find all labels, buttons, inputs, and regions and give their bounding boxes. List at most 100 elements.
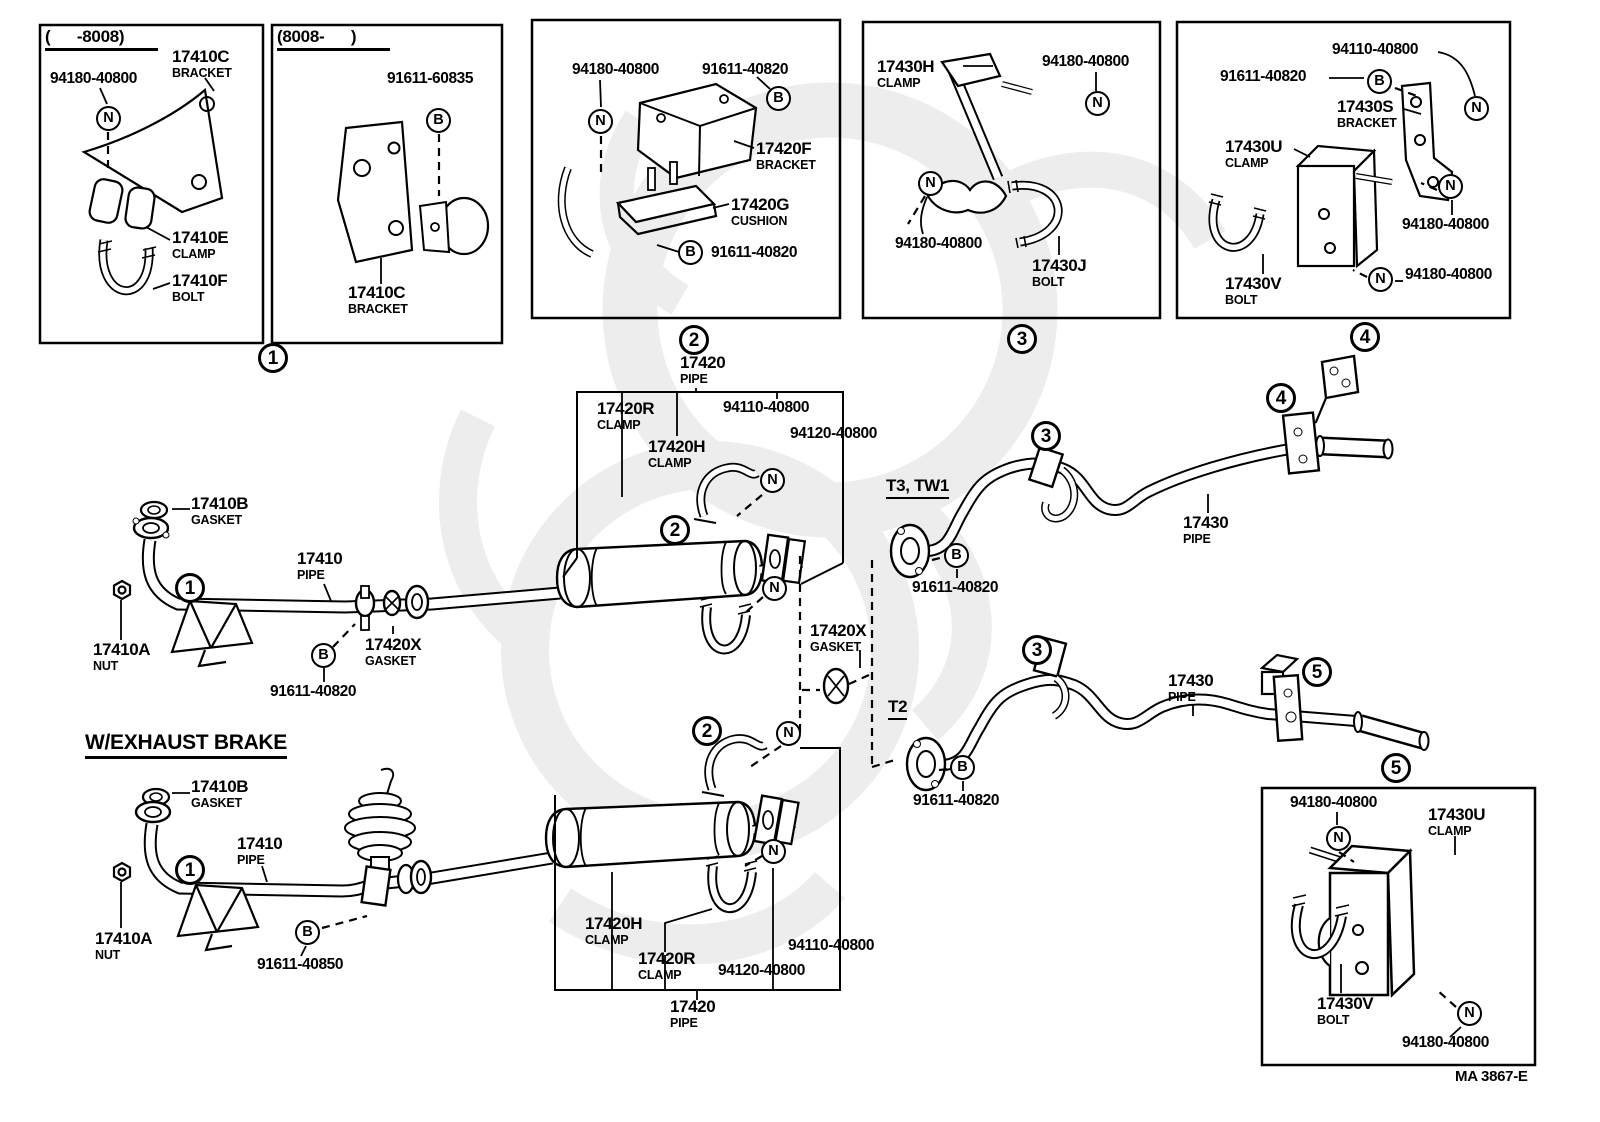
pipe-hanger-bracket <box>170 599 254 668</box>
variant-label-t3-tw1: T3, TW1 <box>886 477 949 499</box>
ref-number-badge-2: 2 <box>660 515 690 545</box>
bolt-marker-icon: B <box>678 240 703 265</box>
part-code: 17430V <box>1317 994 1374 1013</box>
part-code: 17430H <box>877 57 935 76</box>
part-name: PIPE <box>1168 690 1196 704</box>
part-name: BOLT <box>1225 293 1258 307</box>
part-callout-17410-pipe: 17410 PIPE <box>297 549 343 582</box>
part-callout-17420x-center: 17420X GASKET <box>810 621 867 654</box>
nut-marker-icon: N <box>1438 174 1463 199</box>
part-number: 94180-40800 <box>1042 53 1129 70</box>
part-name: BOLT <box>1317 1013 1350 1027</box>
inset-frames <box>38 18 1537 1067</box>
bolt-marker-icon: B <box>426 108 451 133</box>
t2-flange <box>905 736 947 792</box>
nut-marker-icon: N <box>1368 267 1393 292</box>
part-callout-17410b: 17410B GASKET <box>191 777 249 810</box>
part-name: PIPE <box>670 1016 698 1030</box>
part-callout-17430s: 17430S BRACKET <box>1337 98 1397 130</box>
ref-number-badge-2: 2 <box>692 716 722 746</box>
part-callout-17410e: 17410E CLAMP <box>172 228 229 261</box>
inset2-number-badge: 2 <box>679 325 709 355</box>
brake-pipe-hanger <box>176 883 260 952</box>
bolt-marker-icon: B <box>944 543 969 568</box>
bolt-marker-icon: B <box>950 755 975 780</box>
brake-center-muffler <box>544 800 757 869</box>
part-code: 17410A <box>93 640 151 659</box>
part-name: CLAMP <box>585 933 629 947</box>
part-number: 94110-40800 <box>1332 41 1419 58</box>
front-flange-and-gasket <box>132 500 170 540</box>
inset1-left-header: ( -8008) <box>45 28 158 51</box>
part-callout-17420h: 17420H CLAMP <box>585 915 643 947</box>
front-pipe-17410 <box>141 538 561 614</box>
part-name: BOLT <box>172 290 205 304</box>
part-name: NUT <box>95 948 121 962</box>
part-code: 17420X <box>365 635 422 654</box>
part-number: 94120-40800 <box>718 962 805 979</box>
brake-valve-clamp-flange <box>360 859 433 907</box>
inset4-ubolt <box>1208 193 1267 252</box>
part-name: GASKET <box>365 654 416 668</box>
part-code: 17420G <box>731 195 790 214</box>
part-code: 17430U <box>1428 805 1486 824</box>
bolt-marker-icon: B <box>295 920 320 945</box>
part-code: 17410 <box>297 549 343 568</box>
bolt-marker-icon: B <box>766 86 791 111</box>
part-code: 17410F <box>172 271 228 290</box>
part-number: 94180-40800 <box>1402 216 1489 233</box>
inset1-number-badge: 1 <box>258 343 288 373</box>
part-name: CLAMP <box>877 76 921 90</box>
part-number: 91611-40820 <box>1220 68 1307 85</box>
part-name: GASKET <box>191 513 242 527</box>
part-number: 91611-40820 <box>270 683 357 700</box>
part-code: 17420 <box>670 997 716 1016</box>
inset5-ubolt <box>1290 894 1350 959</box>
brake-clamp-17420h-part <box>701 734 768 797</box>
gasket-17420x-center <box>822 667 850 705</box>
part-name: PIPE <box>297 568 325 582</box>
bolt-marker-icon: B <box>311 643 336 668</box>
dashed-leader-lines <box>106 86 1457 1008</box>
part-code: 17420H <box>648 437 706 456</box>
part-name: CLAMP <box>638 968 682 982</box>
ref-number-badge-3: 3 <box>1022 635 1052 665</box>
inset5-number-badge: 5 <box>1381 753 1411 783</box>
part-code: 17410B <box>191 777 249 796</box>
part-code: 17410C <box>172 47 230 66</box>
part-code: 17410E <box>172 228 229 247</box>
tail-bracket-3a <box>1027 445 1079 523</box>
part-callout-17430-pipe-t2: 17430 PIPE <box>1168 671 1214 704</box>
tail-bracket-5 <box>1259 653 1304 743</box>
part-number: 91611-40820 <box>912 579 999 596</box>
nut-marker-icon: N <box>760 468 785 493</box>
part-name: CLAMP <box>172 247 216 261</box>
part-code: 17410B <box>191 494 249 513</box>
nut-marker-icon: N <box>776 721 801 746</box>
exhaust-brake-actuator <box>344 767 416 872</box>
part-name: BRACKET <box>348 302 408 316</box>
part-code: 17420X <box>810 621 867 640</box>
nut-marker-icon: N <box>1085 91 1110 116</box>
part-code: 17430S <box>1337 97 1394 116</box>
part-callout-17410a: 17410A NUT <box>95 929 153 962</box>
part-name: CLAMP <box>597 418 641 432</box>
part-callout-17410c: 17410C BRACKET <box>348 284 408 316</box>
part-code: 17420 <box>680 353 726 372</box>
brake-front-flange-and-gasket <box>134 787 172 824</box>
part-name: PIPE <box>1183 532 1211 546</box>
part-code: 17430 <box>1168 671 1214 690</box>
part-name: PIPE <box>680 372 708 386</box>
inset1-left-parts <box>81 87 224 230</box>
part-name: BRACKET <box>1337 116 1397 130</box>
part-code: 17410A <box>95 929 153 948</box>
part-callout-17430v: 17430V BOLT <box>1225 275 1282 307</box>
part-callout-17410-pipe: 17410 PIPE <box>237 835 283 867</box>
part-number: 94110-40800 <box>723 399 810 416</box>
part-code: 17430J <box>1032 256 1087 275</box>
nut-marker-icon: N <box>1457 1001 1482 1026</box>
ref-number-badge-1: 1 <box>175 573 205 603</box>
muffler-outlet-hardware <box>759 533 807 585</box>
part-callout-17420g: 17420G CUSHION <box>731 195 790 228</box>
part-code: 17410C <box>348 283 406 302</box>
